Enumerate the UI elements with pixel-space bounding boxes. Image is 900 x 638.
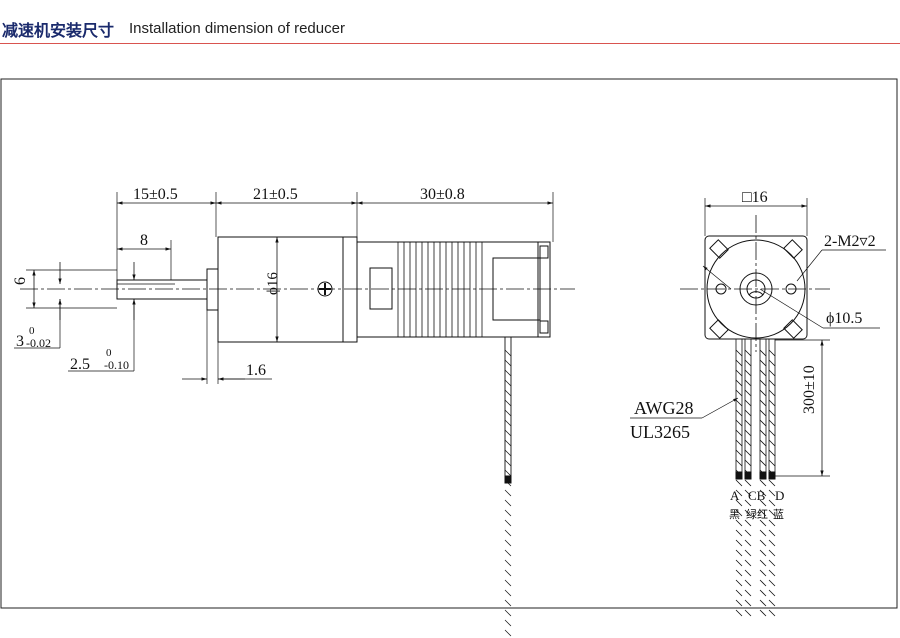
side-view	[14, 192, 575, 637]
dim-flat-depth-lower: -0.02	[26, 336, 51, 350]
dim-lead-length: 300±10	[801, 365, 818, 414]
side-lead-wire	[504, 337, 512, 480]
dim-shaft-length: 15±0.5	[133, 186, 178, 203]
dim-body-diameter: ϕ16	[265, 272, 281, 295]
gearbox-screw-icon	[317, 281, 333, 297]
motor-fins	[397, 242, 483, 337]
pin-label-cb: CB	[748, 488, 766, 503]
dim-boss-length: 1.6	[246, 362, 266, 379]
page-header: 减速机安装尺寸 Installation dimension of reduce…	[0, 0, 900, 44]
dim-pitch-circle: ϕ10.5	[826, 310, 862, 327]
motor-body	[356, 241, 551, 338]
wire-spec-ul: UL3265	[630, 422, 690, 442]
pin-label-d: D	[775, 488, 784, 503]
wire-color-d: 蓝	[773, 508, 784, 521]
mount-hole-right	[785, 283, 797, 295]
dim-motor-length: 30±0.8	[420, 186, 465, 203]
dim-flat-tol: 2.5	[70, 356, 90, 373]
drawing-frame	[0, 78, 898, 609]
dim-square-size: □16	[742, 189, 768, 206]
header-divider	[0, 43, 900, 44]
title-chinese: 减速机安装尺寸	[2, 21, 115, 40]
dim-shaft-diameter: 6	[12, 277, 29, 285]
mount-hole-left	[715, 283, 727, 295]
title-english: Installation dimension of reducer	[129, 20, 345, 37]
dim-gearbox-length: 21±0.5	[253, 186, 298, 203]
output-shaft	[116, 279, 208, 300]
end-square-flange	[704, 235, 808, 340]
shaft-boss	[206, 268, 219, 311]
dim-mount-holes: 2-M2▿2	[824, 233, 876, 250]
end-view	[630, 198, 886, 617]
pin-label-a: A	[730, 488, 740, 503]
dim-flat-tol-upper: 0	[106, 347, 112, 359]
wire-spec-awg: AWG28	[634, 398, 694, 418]
dim-flat-length: 8	[140, 232, 148, 249]
dim-flat-depth: 3	[16, 333, 24, 350]
wire-color-a: 黑	[729, 508, 740, 521]
dim-flat-depth-upper: 0	[29, 325, 35, 337]
dim-flat-tol-lower: -0.10	[104, 358, 129, 372]
wire-color-cb: 绿红	[746, 507, 768, 521]
